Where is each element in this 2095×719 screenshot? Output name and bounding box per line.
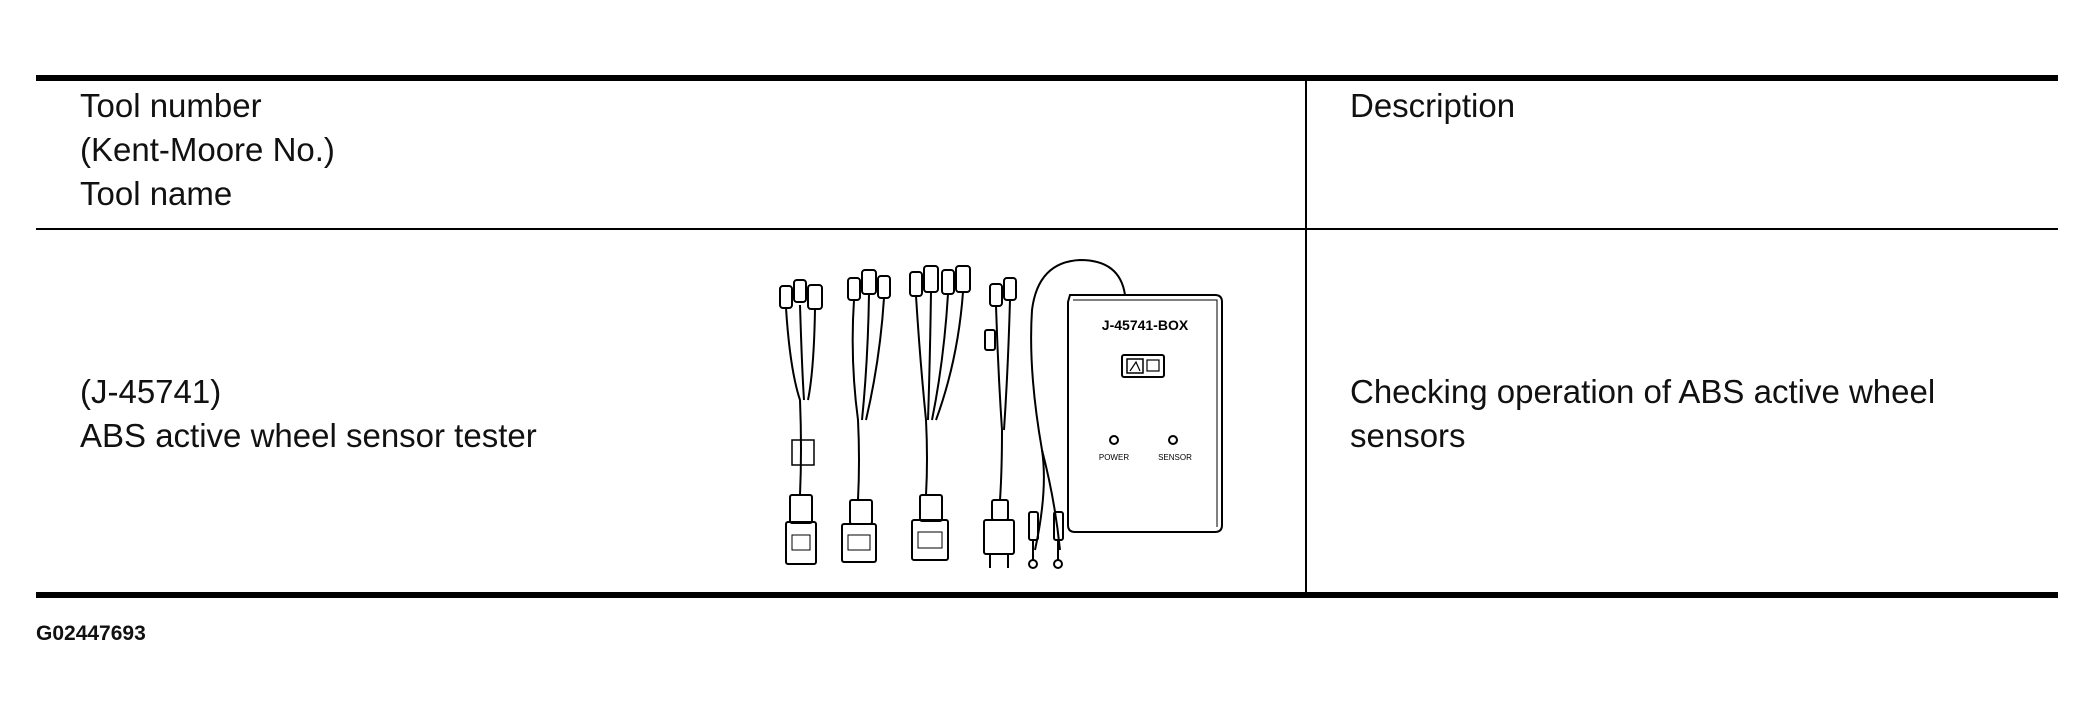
- tester-box: J-45741-BOX POWER SENSOR: [1067, 294, 1223, 533]
- header-description: Description: [1350, 87, 1516, 124]
- power-led-label: POWER: [1099, 453, 1129, 462]
- header-kent-moore: (Kent-Moore No.): [80, 131, 335, 168]
- probe-leads: [1028, 511, 1064, 569]
- header-tool-number: Tool number: [80, 87, 262, 124]
- description-line-2: sensors: [1350, 417, 1466, 454]
- harness-1: [779, 279, 823, 565]
- harness-4: [983, 277, 1017, 568]
- wheel-sensor-tester-illustration: J-45741-BOX POWER SENSOR: [779, 258, 1223, 569]
- harness-2: [841, 269, 891, 563]
- row-tool-column: (J-45741) ABS active wheel sensor tester: [80, 370, 537, 458]
- sensor-led-label: SENSOR: [1158, 453, 1192, 462]
- description-line-1: Checking operation of ABS active wheel: [1350, 373, 1936, 410]
- column-divider: [1305, 81, 1307, 592]
- bottom-rule: [36, 592, 2058, 598]
- header-tool-column: Tool number (Kent-Moore No.) Tool name: [80, 84, 335, 216]
- tool-number: (J-45741): [80, 373, 222, 410]
- top-rule: [36, 75, 2058, 81]
- figure-id: G02447693: [36, 622, 146, 645]
- header-tool-name: Tool name: [80, 175, 233, 212]
- harness-3: [909, 265, 971, 561]
- box-label: J-45741-BOX: [1102, 317, 1189, 333]
- tool-name: ABS active wheel sensor tester: [80, 417, 537, 454]
- header-rule: [36, 228, 2058, 230]
- row-description: Checking operation of ABS active wheel s…: [1350, 370, 1935, 458]
